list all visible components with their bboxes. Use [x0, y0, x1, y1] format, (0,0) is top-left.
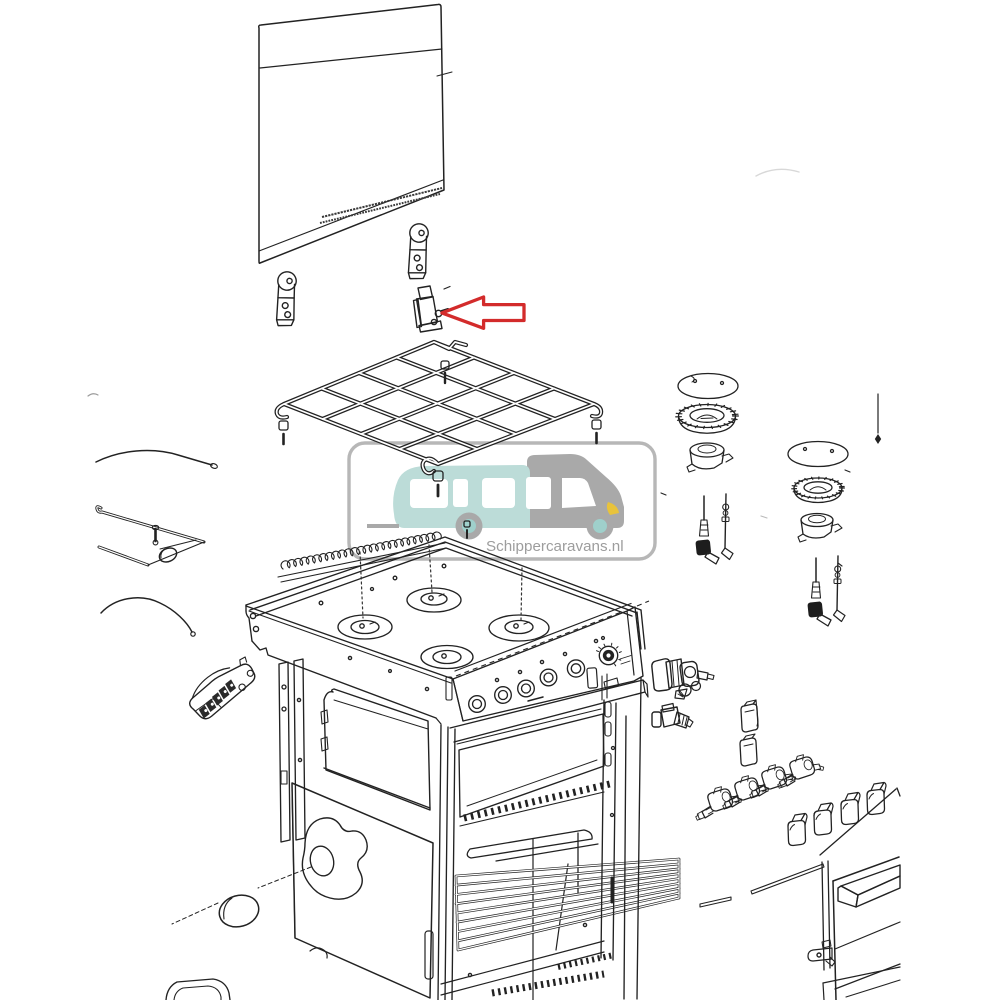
svg-text:Schippercaravans.nl: Schippercaravans.nl	[486, 538, 624, 555]
